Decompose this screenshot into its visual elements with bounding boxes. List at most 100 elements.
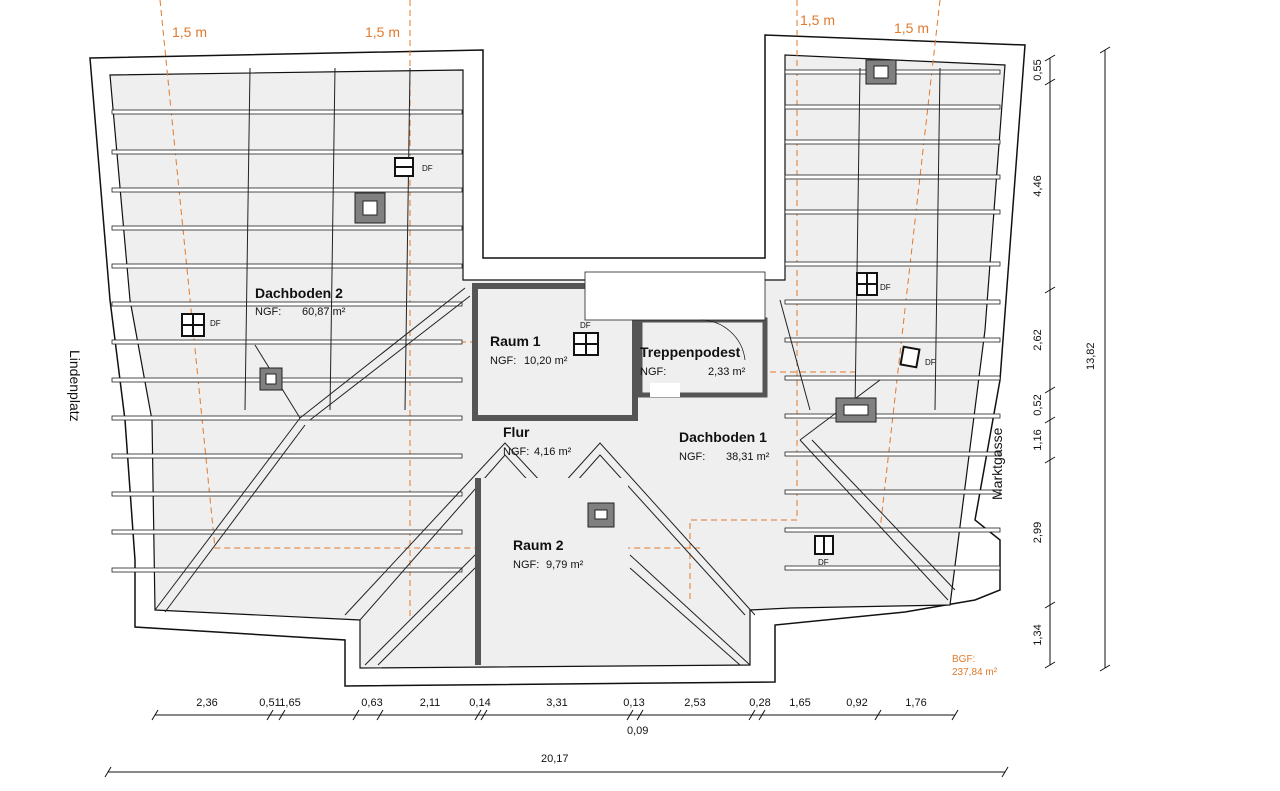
- room-area: 9,79 m²: [546, 559, 584, 571]
- dimension-label: 0,55: [1032, 59, 1044, 80]
- height-marker: 1,5 m: [172, 24, 207, 40]
- rafter: [111, 567, 463, 573]
- rafter: [111, 491, 463, 497]
- rafter: [784, 299, 1001, 305]
- dimension-tick: [151, 709, 159, 721]
- dimension-total: 13,82: [1085, 342, 1097, 370]
- room-name: Dachboden 1: [679, 429, 767, 445]
- dimension-label: 2,99: [1032, 522, 1044, 543]
- room-area: 4,16 m²: [534, 446, 572, 458]
- height-marker: 1,5 m: [365, 24, 400, 40]
- rafter: [111, 529, 463, 535]
- street-label-right: Marktgasse: [989, 427, 1005, 500]
- purlin: [854, 67, 861, 411]
- skylight-label: DF: [880, 283, 891, 292]
- chimneys: [259, 59, 897, 528]
- dimension-tick: [1099, 664, 1111, 672]
- room-ngf-label: NGF:: [490, 355, 516, 367]
- dimension-tick: [376, 709, 384, 721]
- dimension-tick: [104, 766, 112, 778]
- dimension-tick: [266, 709, 274, 721]
- dimension-tick: [278, 709, 286, 721]
- dimension-label: 0,14: [469, 697, 490, 709]
- dimension-tick: [1044, 286, 1056, 294]
- staircase: [584, 271, 766, 361]
- bgf-label: BGF:: [952, 654, 975, 665]
- room-name: Raum 1: [490, 333, 541, 349]
- skylight-label: DF: [210, 319, 221, 328]
- room-name: Dachboden 2: [255, 285, 343, 301]
- room-ngf-label: NGF:: [513, 559, 539, 571]
- rafter: [784, 337, 1001, 343]
- dimension-tick: [1044, 78, 1056, 86]
- rafter: [111, 377, 463, 383]
- dimension-label: 0,52: [1032, 394, 1044, 415]
- rafter: [784, 209, 1001, 215]
- dimension-tick: [1044, 54, 1056, 62]
- dimension-label: 4,46: [1032, 175, 1044, 196]
- dimension-label: 0,28: [749, 697, 770, 709]
- skylight-label: DF: [818, 558, 829, 567]
- dimension-tick: [874, 709, 882, 721]
- dimension-tick: [474, 709, 482, 721]
- purlin: [329, 67, 336, 411]
- purlin: [404, 67, 411, 411]
- rafter: [111, 187, 463, 193]
- dimension-tick: [1044, 456, 1056, 464]
- rafter: [784, 527, 1001, 533]
- dimension-label: 1,16: [1032, 429, 1044, 450]
- rafter: [784, 139, 1001, 145]
- skylight-label: DF: [925, 358, 936, 367]
- dimension-label: 1,65: [279, 697, 300, 709]
- bgf-value: 237,84 m²: [952, 667, 998, 678]
- rafter: [784, 413, 1001, 419]
- dimension-tick: [352, 709, 360, 721]
- dimension-label: 0,09: [627, 725, 648, 737]
- dimension-lines: 2,36 0,511,65 0,63 2,11 0,14 3,31 0,13 2,53 0,28…: [104, 46, 1111, 778]
- height-marker: 1,5 m: [894, 20, 929, 36]
- dimension-tick: [1044, 416, 1056, 424]
- skylights: [181, 157, 921, 555]
- rafter: [784, 451, 1001, 457]
- rafter: [784, 261, 1001, 267]
- room-area: 2,33 m²: [708, 366, 746, 378]
- rafter: [111, 453, 463, 459]
- rafter: [111, 109, 463, 115]
- rafter: [784, 565, 1001, 571]
- rafter: [784, 489, 1001, 495]
- dimension-tick: [636, 709, 644, 721]
- dimension-label: 0,63: [361, 697, 382, 709]
- dimension-tick: [758, 709, 766, 721]
- room-name: Raum 2: [513, 537, 564, 553]
- dimension-label: 2,53: [684, 697, 705, 709]
- street-label-left: Lindenplatz: [67, 350, 83, 422]
- room-ngf-label: NGF:: [255, 306, 281, 318]
- room-area: 38,31 m²: [726, 451, 770, 463]
- dimension-label: 2,36: [196, 697, 217, 709]
- room-ngf-label: NGF:: [640, 366, 666, 378]
- purlin: [244, 67, 251, 411]
- room-area: 60,87 m²: [302, 306, 346, 318]
- dimension-tick: [951, 709, 959, 721]
- rafters: [111, 67, 1001, 573]
- rafter: [111, 263, 463, 269]
- dimension-label: 2,11: [420, 697, 441, 709]
- dimension-tick: [480, 709, 488, 721]
- rafter: [784, 104, 1001, 110]
- room-area: 10,20 m²: [524, 355, 568, 367]
- room-name: Treppenpodest: [640, 344, 741, 360]
- height-marker: 1,5 m: [800, 12, 835, 28]
- rafter: [111, 301, 463, 307]
- dimension-tick: [748, 709, 756, 721]
- rafter: [111, 225, 463, 231]
- dimension-tick: [1001, 766, 1009, 778]
- dimension-label: 1,76: [905, 697, 926, 709]
- dimension-tick: [1099, 46, 1111, 54]
- rafter: [111, 415, 463, 421]
- dimension-label: 3,31: [546, 697, 567, 709]
- dimension-label: 0,13: [623, 697, 644, 709]
- dimension-label: 0,51: [259, 697, 280, 709]
- dimension-tick: [626, 709, 634, 721]
- purlin: [934, 67, 941, 411]
- dimension-tick: [1044, 386, 1056, 394]
